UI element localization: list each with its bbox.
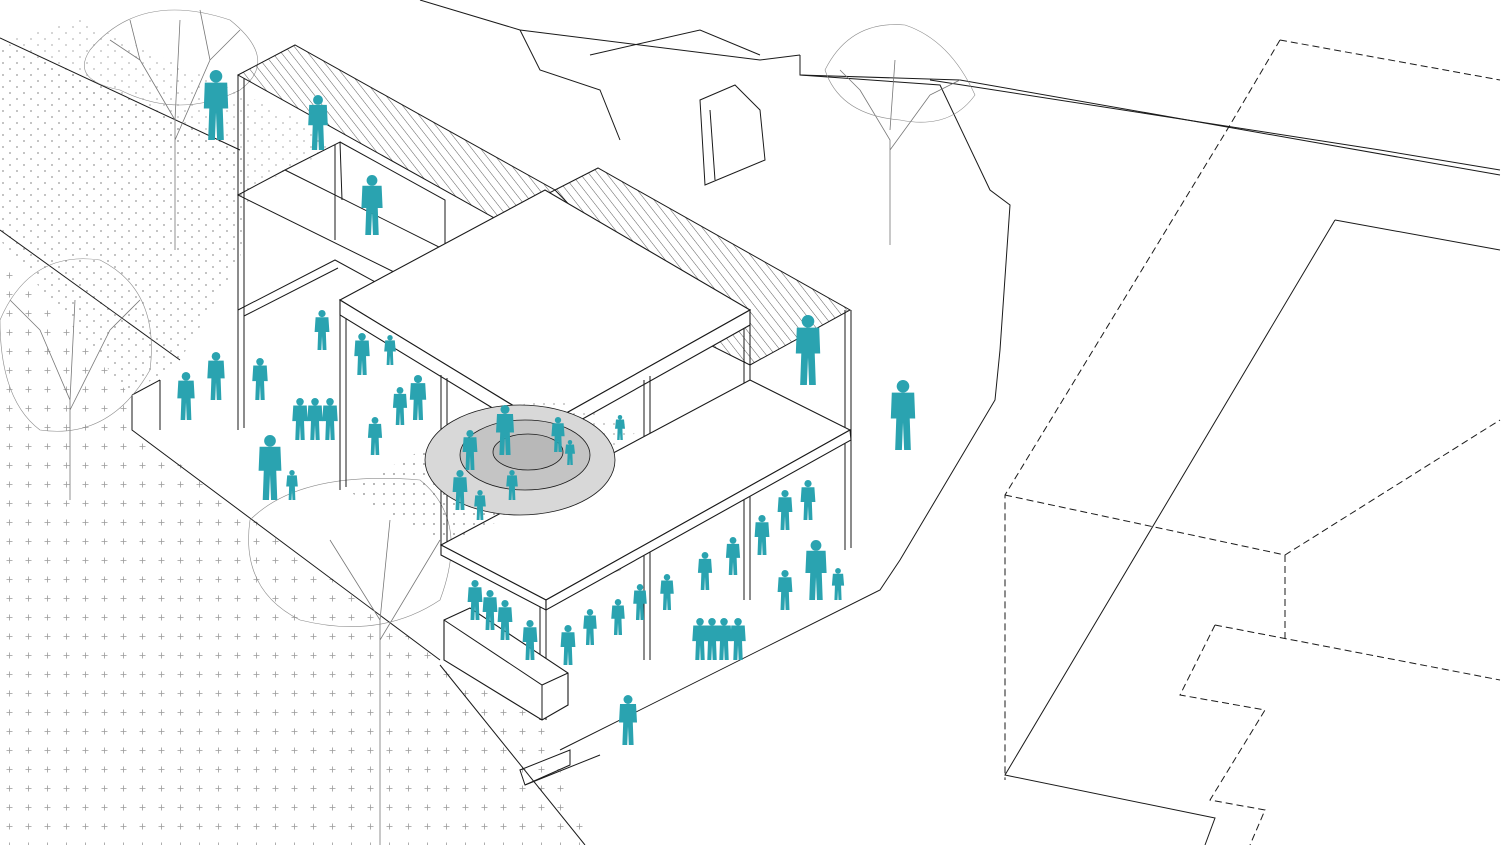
person-figure-icon <box>203 70 229 140</box>
person-figure-icon <box>805 540 827 600</box>
person-figure-icon <box>367 417 383 455</box>
person-figure-icon <box>467 580 483 620</box>
person-figure-icon <box>565 440 575 465</box>
tree-icon <box>84 9 258 250</box>
person-figure-icon <box>704 618 720 660</box>
person-figure-icon <box>506 470 518 500</box>
person-figure-icon <box>795 315 821 385</box>
person-figure-icon <box>777 490 793 530</box>
person-figure-icon <box>252 358 268 400</box>
person-figure-icon <box>583 609 597 645</box>
person-figure-icon <box>551 417 565 452</box>
person-figure-icon <box>409 375 427 420</box>
person-figure-icon <box>292 398 308 440</box>
person-figure-icon <box>831 568 845 600</box>
person-figure-icon <box>800 480 816 520</box>
person-figure-icon <box>452 470 468 510</box>
person-figure-icon <box>361 175 383 235</box>
person-figure-icon <box>611 599 625 635</box>
person-figure-icon <box>308 95 328 150</box>
trees <box>0 9 976 845</box>
tree-icon <box>248 478 452 845</box>
person-figure-icon <box>697 552 713 590</box>
person-figure-icon <box>725 537 741 575</box>
person-figure-icon <box>474 490 486 520</box>
person-figure-icon <box>692 618 708 660</box>
person-figure-icon <box>384 335 396 365</box>
bench-block <box>443 607 569 721</box>
person-figure-icon <box>354 333 370 375</box>
person-figure-icon <box>496 405 514 455</box>
person-figure-icon <box>522 620 538 660</box>
person-figure-icon <box>730 618 746 660</box>
person-figure-icon <box>207 352 225 400</box>
person-figure-icon <box>482 590 498 630</box>
person-figure-icon <box>619 695 637 745</box>
person-figure-icon <box>307 398 323 440</box>
person-figure-icon <box>392 387 408 425</box>
person-figure-icon <box>716 618 732 660</box>
person-figure-icon <box>754 515 770 555</box>
person-figure-icon <box>660 574 674 610</box>
person-figure-icon <box>560 625 576 665</box>
ground-hatching <box>0 20 590 845</box>
person-figure-icon <box>322 398 338 440</box>
tree-icon <box>0 258 152 500</box>
people <box>177 70 916 745</box>
person-figure-icon <box>497 600 513 640</box>
person-figure-icon <box>633 584 647 620</box>
plus-grid-field <box>0 250 590 845</box>
person-figure-icon <box>462 430 478 470</box>
person-figure-icon <box>177 372 195 420</box>
dot-stipple-upper <box>10 20 330 190</box>
neighbour-building <box>1004 39 1501 845</box>
person-figure-icon <box>777 570 793 610</box>
tree-icon <box>824 24 976 245</box>
person-figure-icon <box>615 415 625 440</box>
person-figure-icon <box>314 310 330 350</box>
person-figure-icon <box>258 435 282 500</box>
person-figure-icon <box>286 470 298 500</box>
person-figure-icon <box>890 380 916 450</box>
